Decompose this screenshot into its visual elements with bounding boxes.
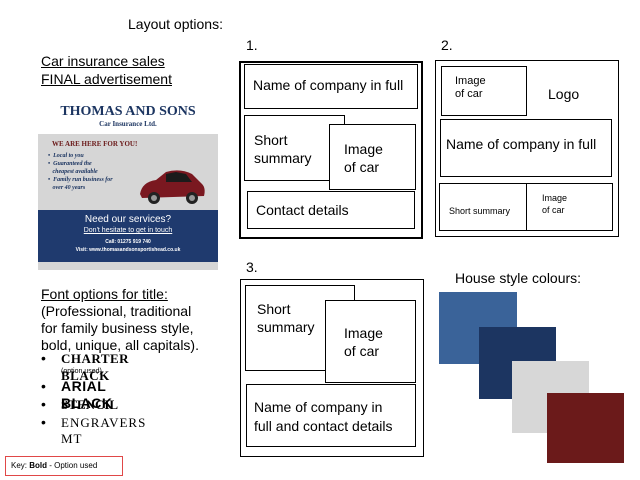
layout-3-name-contact-box: Name of company in full and contact deta…: [246, 384, 416, 447]
advert-we-are-here: WE ARE HERE FOR YOU!: [52, 140, 138, 148]
advert-bullet: cheapest available: [52, 169, 98, 175]
advert-title-line2: FINAL advertisement: [41, 71, 172, 87]
advert-bullets: • Local to you • Guaranteed the cheapest…: [48, 152, 113, 192]
layout-2-summary-box: Short summary: [439, 183, 527, 231]
bullet-icon: •: [41, 350, 46, 366]
advert-need-services: Need our services?: [84, 214, 172, 225]
final-advertisement: THOMAS AND SONS Car Insurance Ltd. WE AR…: [38, 96, 218, 270]
layout-1-name-box: Name of company in full: [244, 64, 418, 109]
layout-1-image-box: Image of car: [329, 124, 416, 190]
font-options-title: Font options for title:: [41, 286, 168, 302]
font-option-arial-black: • ARIAL BLACK: [41, 378, 113, 411]
font-option-stencil: • STENCIL: [41, 396, 119, 412]
advert-company-name: THOMAS AND SONS: [60, 104, 196, 119]
font-option-engravers: • ENGRAVERS: [41, 414, 147, 430]
bullet-icon: •: [41, 396, 46, 412]
layout-2-image-bottom-box: Image of car: [526, 183, 613, 231]
layout-1-summary-box: Short summary: [244, 115, 345, 181]
advert-subtitle: Car Insurance Ltd.: [99, 120, 157, 128]
layout-1-number: 1.: [246, 37, 258, 53]
advert-visit: Visit: www.thomasandsonsportishead.co.uk: [75, 247, 181, 253]
car-image-icon: [140, 170, 205, 204]
house-style-title: House style colours:: [455, 270, 582, 286]
font-options-desc-1: (Professional, traditional: [41, 303, 192, 319]
advert-bullet: over 40 years: [52, 185, 86, 191]
color-swatch-maroon: [547, 393, 624, 463]
font-option-used-note: (option used).: [61, 368, 104, 375]
layout-2-number: 2.: [441, 37, 453, 53]
font-options-desc-3: bold, unique, all capitals).: [41, 337, 199, 353]
advert-header: THOMAS AND SONS Car Insurance Ltd.: [38, 96, 218, 134]
key-legend: Key: Bold - Option used: [5, 456, 123, 476]
advert-call: Call: 01275 919 740: [105, 239, 151, 245]
advert-bullet: • Guaranteed the: [48, 161, 92, 167]
page-heading: Layout options:: [128, 16, 223, 32]
bullet-icon: •: [41, 378, 46, 394]
font-option-engravers-mt: MT: [61, 431, 83, 446]
font-option-charter-black: • CHARTER BLACK: [41, 350, 130, 383]
layout-2-logo: Logo: [548, 86, 580, 102]
bullet-icon: •: [41, 414, 46, 430]
advert-bullet: • Family run business for: [48, 177, 113, 183]
advert-bullet: • Local to you: [48, 153, 84, 159]
advert-contact-band: Need our services? Don't hesitate to get…: [38, 210, 218, 262]
advert-dont-hesitate: Don't hesitate to get in touch: [83, 227, 173, 234]
font-options-desc-2: for family business style,: [41, 320, 194, 336]
layout-2-image-top-box: Image of car: [441, 66, 527, 116]
advert-title-line1: Car insurance sales: [41, 53, 165, 69]
layout-3-image-box: Image of car: [325, 300, 416, 383]
layout-3-number: 3.: [246, 259, 258, 275]
layout-2-name-box: Name of company in full: [440, 119, 612, 177]
layout-1-contact-box: Contact details: [247, 191, 415, 229]
